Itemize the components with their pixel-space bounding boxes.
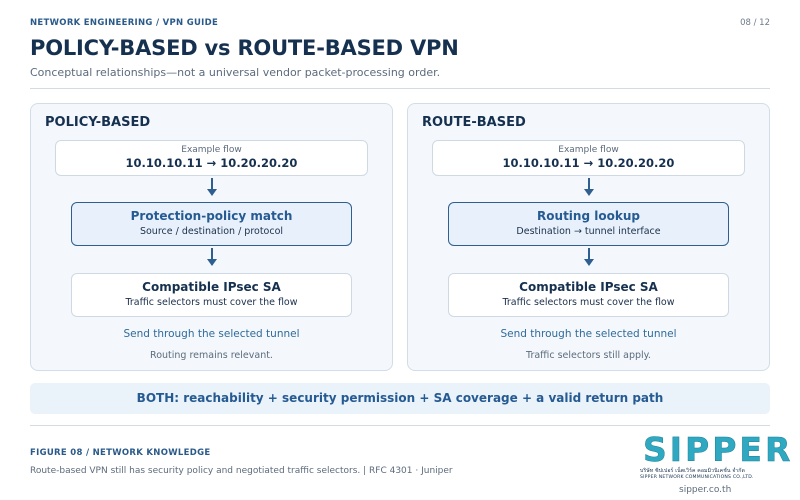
- route-sa-box: Compatible IPsec SA Traffic selectors mu…: [448, 273, 729, 317]
- route-lookup-title: Routing lookup: [537, 209, 640, 223]
- top-divider: [30, 88, 770, 89]
- policy-match-sub: Source / destination / protocol: [139, 226, 284, 237]
- route-note-text: Traffic selectors still apply.: [526, 350, 651, 361]
- summary-bar: BOTH: reachability + security permission…: [30, 383, 770, 414]
- bottom-divider: [30, 425, 770, 426]
- route-panel-title: ROUTE-BASED: [422, 115, 526, 130]
- policy-panel-title: POLICY-BASED: [45, 115, 151, 130]
- route-send-text: Send through the selected tunnel: [500, 328, 677, 340]
- page-title: POLICY-BASED vs ROUTE-BASED VPN: [30, 36, 459, 60]
- arrow-down-icon: [207, 178, 217, 196]
- policy-match-box: Protection-policy match Source / destina…: [71, 202, 352, 246]
- policy-match-title: Protection-policy match: [130, 209, 293, 223]
- policy-flow-label: Example flow: [181, 145, 242, 155]
- sipper-logo: SIPPER บริษัท ซิปเปอร์ เน็ตเวิร์ค คอมมิว…: [640, 430, 791, 482]
- footnote: Route-based VPN still has security polic…: [30, 466, 453, 476]
- policy-sa-sub: Traffic selectors must cover the flow: [125, 297, 298, 308]
- eyebrow: NETWORK ENGINEERING / VPN GUIDE: [30, 18, 219, 28]
- route-lookup-sub: Destination → tunnel interface: [516, 226, 661, 237]
- policy-note-text: Routing remains relevant.: [150, 350, 273, 361]
- policy-send-text: Send through the selected tunnel: [123, 328, 300, 340]
- route-flow-box: Example flow 10.10.10.11 → 10.20.20.20: [432, 140, 745, 176]
- route-flow-value: 10.10.10.11 → 10.20.20.20: [502, 156, 675, 170]
- route-flow-label: Example flow: [558, 145, 619, 155]
- policy-based-panel: POLICY-BASED Example flow 10.10.10.11 → …: [30, 103, 393, 371]
- arrow-down-icon: [207, 248, 217, 266]
- figure-label: FIGURE 08 / NETWORK KNOWLEDGE: [30, 448, 211, 458]
- route-lookup-box: Routing lookup Destination → tunnel inte…: [448, 202, 729, 246]
- policy-sa-title: Compatible IPsec SA: [142, 280, 281, 294]
- page-number: 08 / 12: [740, 18, 770, 28]
- logo-wordmark: SIPPER: [643, 430, 794, 470]
- route-based-panel: ROUTE-BASED Example flow 10.10.10.11 → 1…: [407, 103, 770, 371]
- arrow-down-icon: [584, 178, 594, 196]
- logo-english-name: SIPPER NETWORK COMMUNICATIONS CO.,LTD.: [640, 475, 754, 480]
- logo-thai-name: บริษัท ซิปเปอร์ เน็ตเวิร์ค คอมมิวนิเคชั่…: [640, 468, 745, 474]
- policy-flow-value: 10.10.10.11 → 10.20.20.20: [125, 156, 298, 170]
- page-subtitle: Conceptual relationships—not a universal…: [30, 66, 441, 79]
- policy-sa-box: Compatible IPsec SA Traffic selectors mu…: [71, 273, 352, 317]
- route-sa-sub: Traffic selectors must cover the flow: [502, 297, 675, 308]
- route-sa-title: Compatible IPsec SA: [519, 280, 658, 294]
- policy-flow-box: Example flow 10.10.10.11 → 10.20.20.20: [55, 140, 368, 176]
- arrow-down-icon: [584, 248, 594, 266]
- website-link[interactable]: sipper.co.th: [679, 485, 732, 495]
